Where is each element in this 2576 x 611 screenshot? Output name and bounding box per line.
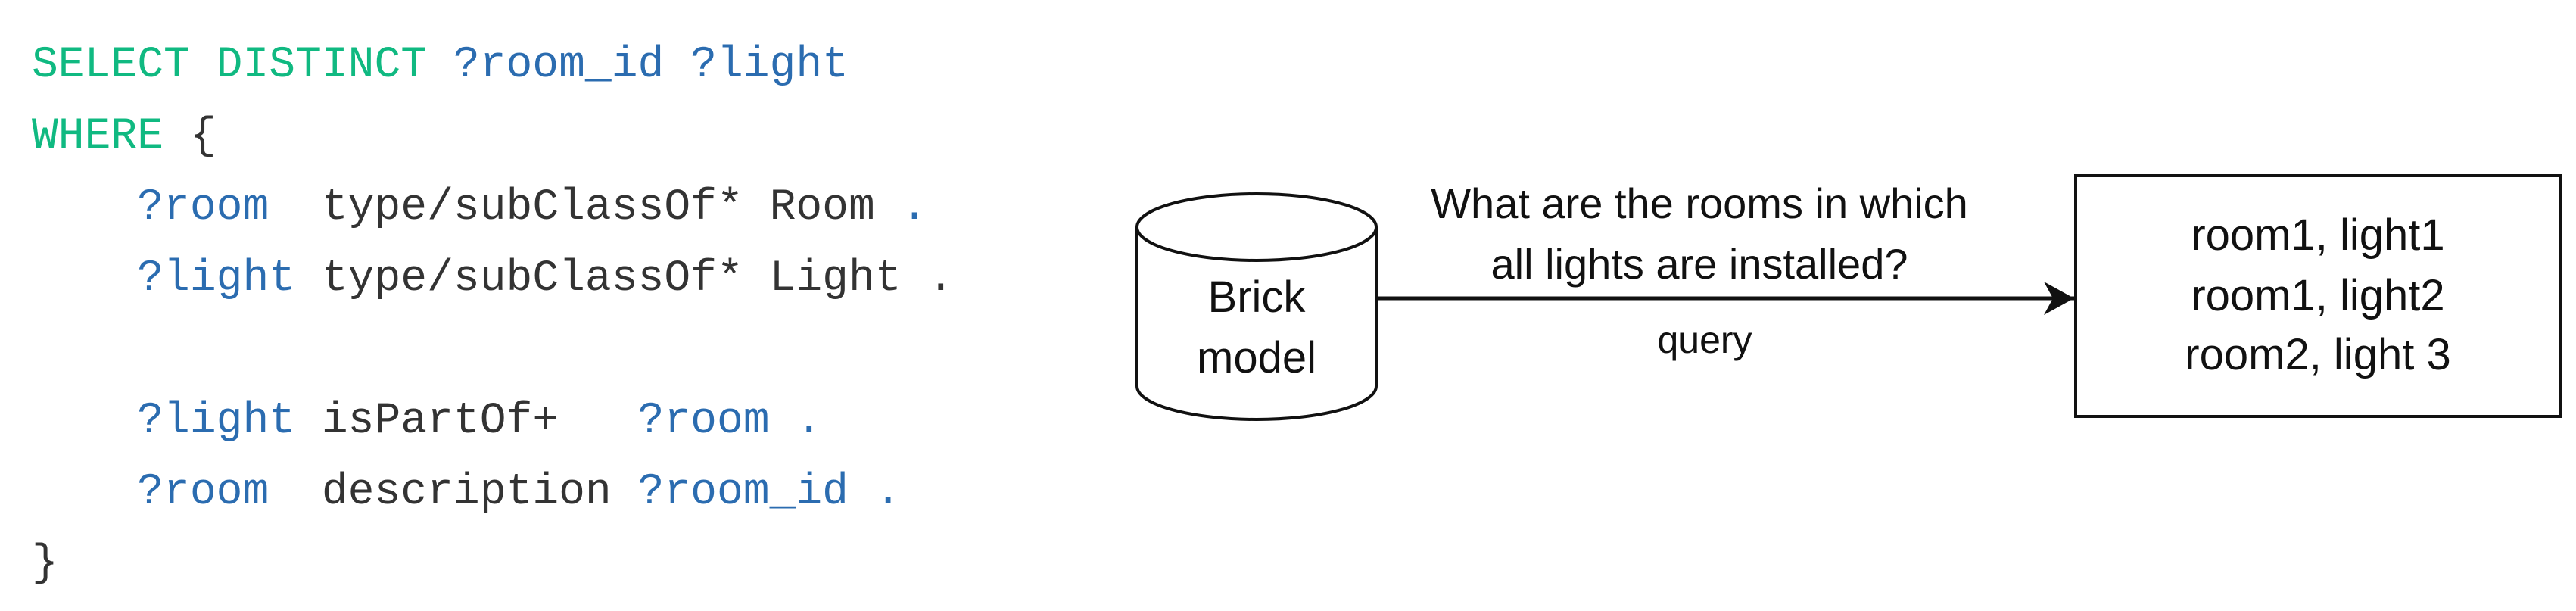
cylinder-top [1135,192,1378,262]
result-box [2074,174,2562,418]
edge-label: query [1657,319,1752,361]
question-line2: all lights are installed? [1491,240,1908,288]
code-line: } [32,528,954,600]
code-line: ?light type/subClassOf* Light . [32,244,954,315]
code-token: } [32,539,58,588]
code-token: ?light [137,397,322,446]
code-line [32,315,954,386]
code-token: ?room [137,183,322,232]
code-token: WHERE [32,112,190,161]
code-token: SELECT DISTINCT [32,41,453,90]
diagram-canvas: Brick model What are the rooms in which … [1135,174,2562,421]
code-token [32,183,137,232]
code-token: ?room . [637,397,823,446]
database-label-line2: model [1197,333,1316,382]
code-token: description [321,468,638,517]
code-token: ?room_id ?light [453,41,849,90]
code-line: ?room description ?room_id . [32,457,954,528]
result-line1: room1, light1 [2191,210,2444,260]
code-token: type/subClassOf* Light . [321,254,955,304]
code-line: ?room type/subClassOf* Room . [32,173,954,244]
code-token: ?room [137,468,322,517]
arrow-head [2044,282,2074,315]
query-diagram: Brick model What are the rooms in which … [1128,167,2576,469]
code-token: isPartOf+ [321,397,638,446]
code-token [32,468,137,517]
database-label-line1: Brick [1208,273,1307,322]
question-line1: What are the rooms in which [1431,179,1968,227]
code-token: { [189,112,216,161]
query-arrow [1376,282,2074,315]
result-line3: room2, light 3 [2185,330,2450,379]
result-line2: room1, light2 [2191,271,2444,320]
cylinder-body [1135,227,1378,421]
code-token: . [901,183,928,232]
code-token: ?room_id . [637,468,902,517]
code-line: ?light isPartOf+ ?room . [32,386,954,457]
code-token [32,397,137,446]
database-cylinder [1135,192,1378,421]
code-token: ?light [137,254,322,304]
code-line: WHERE { [32,101,954,173]
code-token: type/subClassOf* Room [321,183,902,232]
code-line: SELECT DISTINCT ?room_id ?light [32,30,954,101]
code-token [32,254,137,304]
